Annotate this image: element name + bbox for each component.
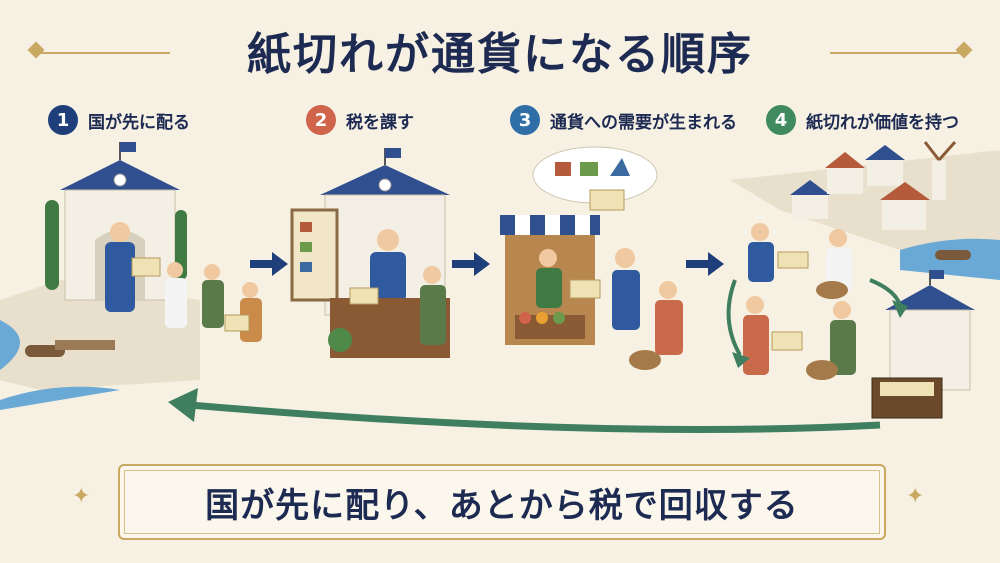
title-rule-right [830,52,960,54]
step-4-label: 紙切れが価値を持つ [806,112,959,133]
title-rule-left [40,52,170,54]
paper-note-icon [131,257,161,277]
step-3-header: 3 通貨への需要が生まれる [510,105,737,135]
flag-1-icon [120,142,136,152]
step-1-label: 国が先に配る [88,112,190,133]
scene-4-value [726,141,1000,419]
official-figure-icon [105,242,135,312]
tax-signboard-icon [290,208,339,302]
step-4-header: 4 紙切れが価値を持つ [766,105,959,135]
footer-banner: 国が先に配り、あとから税で回収する [118,464,886,540]
arrow-right-3-icon [686,252,724,276]
scene-2-taxation [290,148,450,358]
step-4-badge: 4 [766,105,796,135]
step-2-label: 税を課す [346,112,414,133]
flourish-left-icon: ✦ [72,484,91,509]
step-2-badge: 2 [306,105,336,135]
return-arrow-icon [189,401,881,433]
footer-text: 国が先に配り、あとから税で回収する [205,485,799,526]
cycle-arrow-left-icon [726,279,742,356]
tax-official-figure-icon [370,252,406,302]
boat-2-icon [935,250,971,260]
step-3-badge: 3 [510,105,540,135]
cycle-arrow-right-icon [869,278,902,306]
flag-3-icon [930,270,944,279]
pier-icon [55,340,115,350]
flourish-right-icon: ✦ [906,484,925,509]
windmill-icon [923,141,957,200]
flag-2-icon [385,148,401,158]
step-1-badge: 1 [48,105,78,135]
step-3-label: 通貨への需要が生まれる [550,112,737,133]
scene-3-demand [500,146,683,370]
tree-icon [45,200,59,290]
step-1-header: 1 国が先に配る [48,105,190,135]
treasury-building-icon [889,309,971,391]
page-title: 紙切れが通貨になる順序 [247,29,753,80]
illustration-scene [0,141,1000,433]
arrow-right-2-icon [452,252,490,276]
basket-icon [629,350,661,370]
arrow-right-1-icon [250,252,288,276]
step-2-header: 2 税を課す [306,105,414,135]
scene-1-distribution [0,142,262,410]
